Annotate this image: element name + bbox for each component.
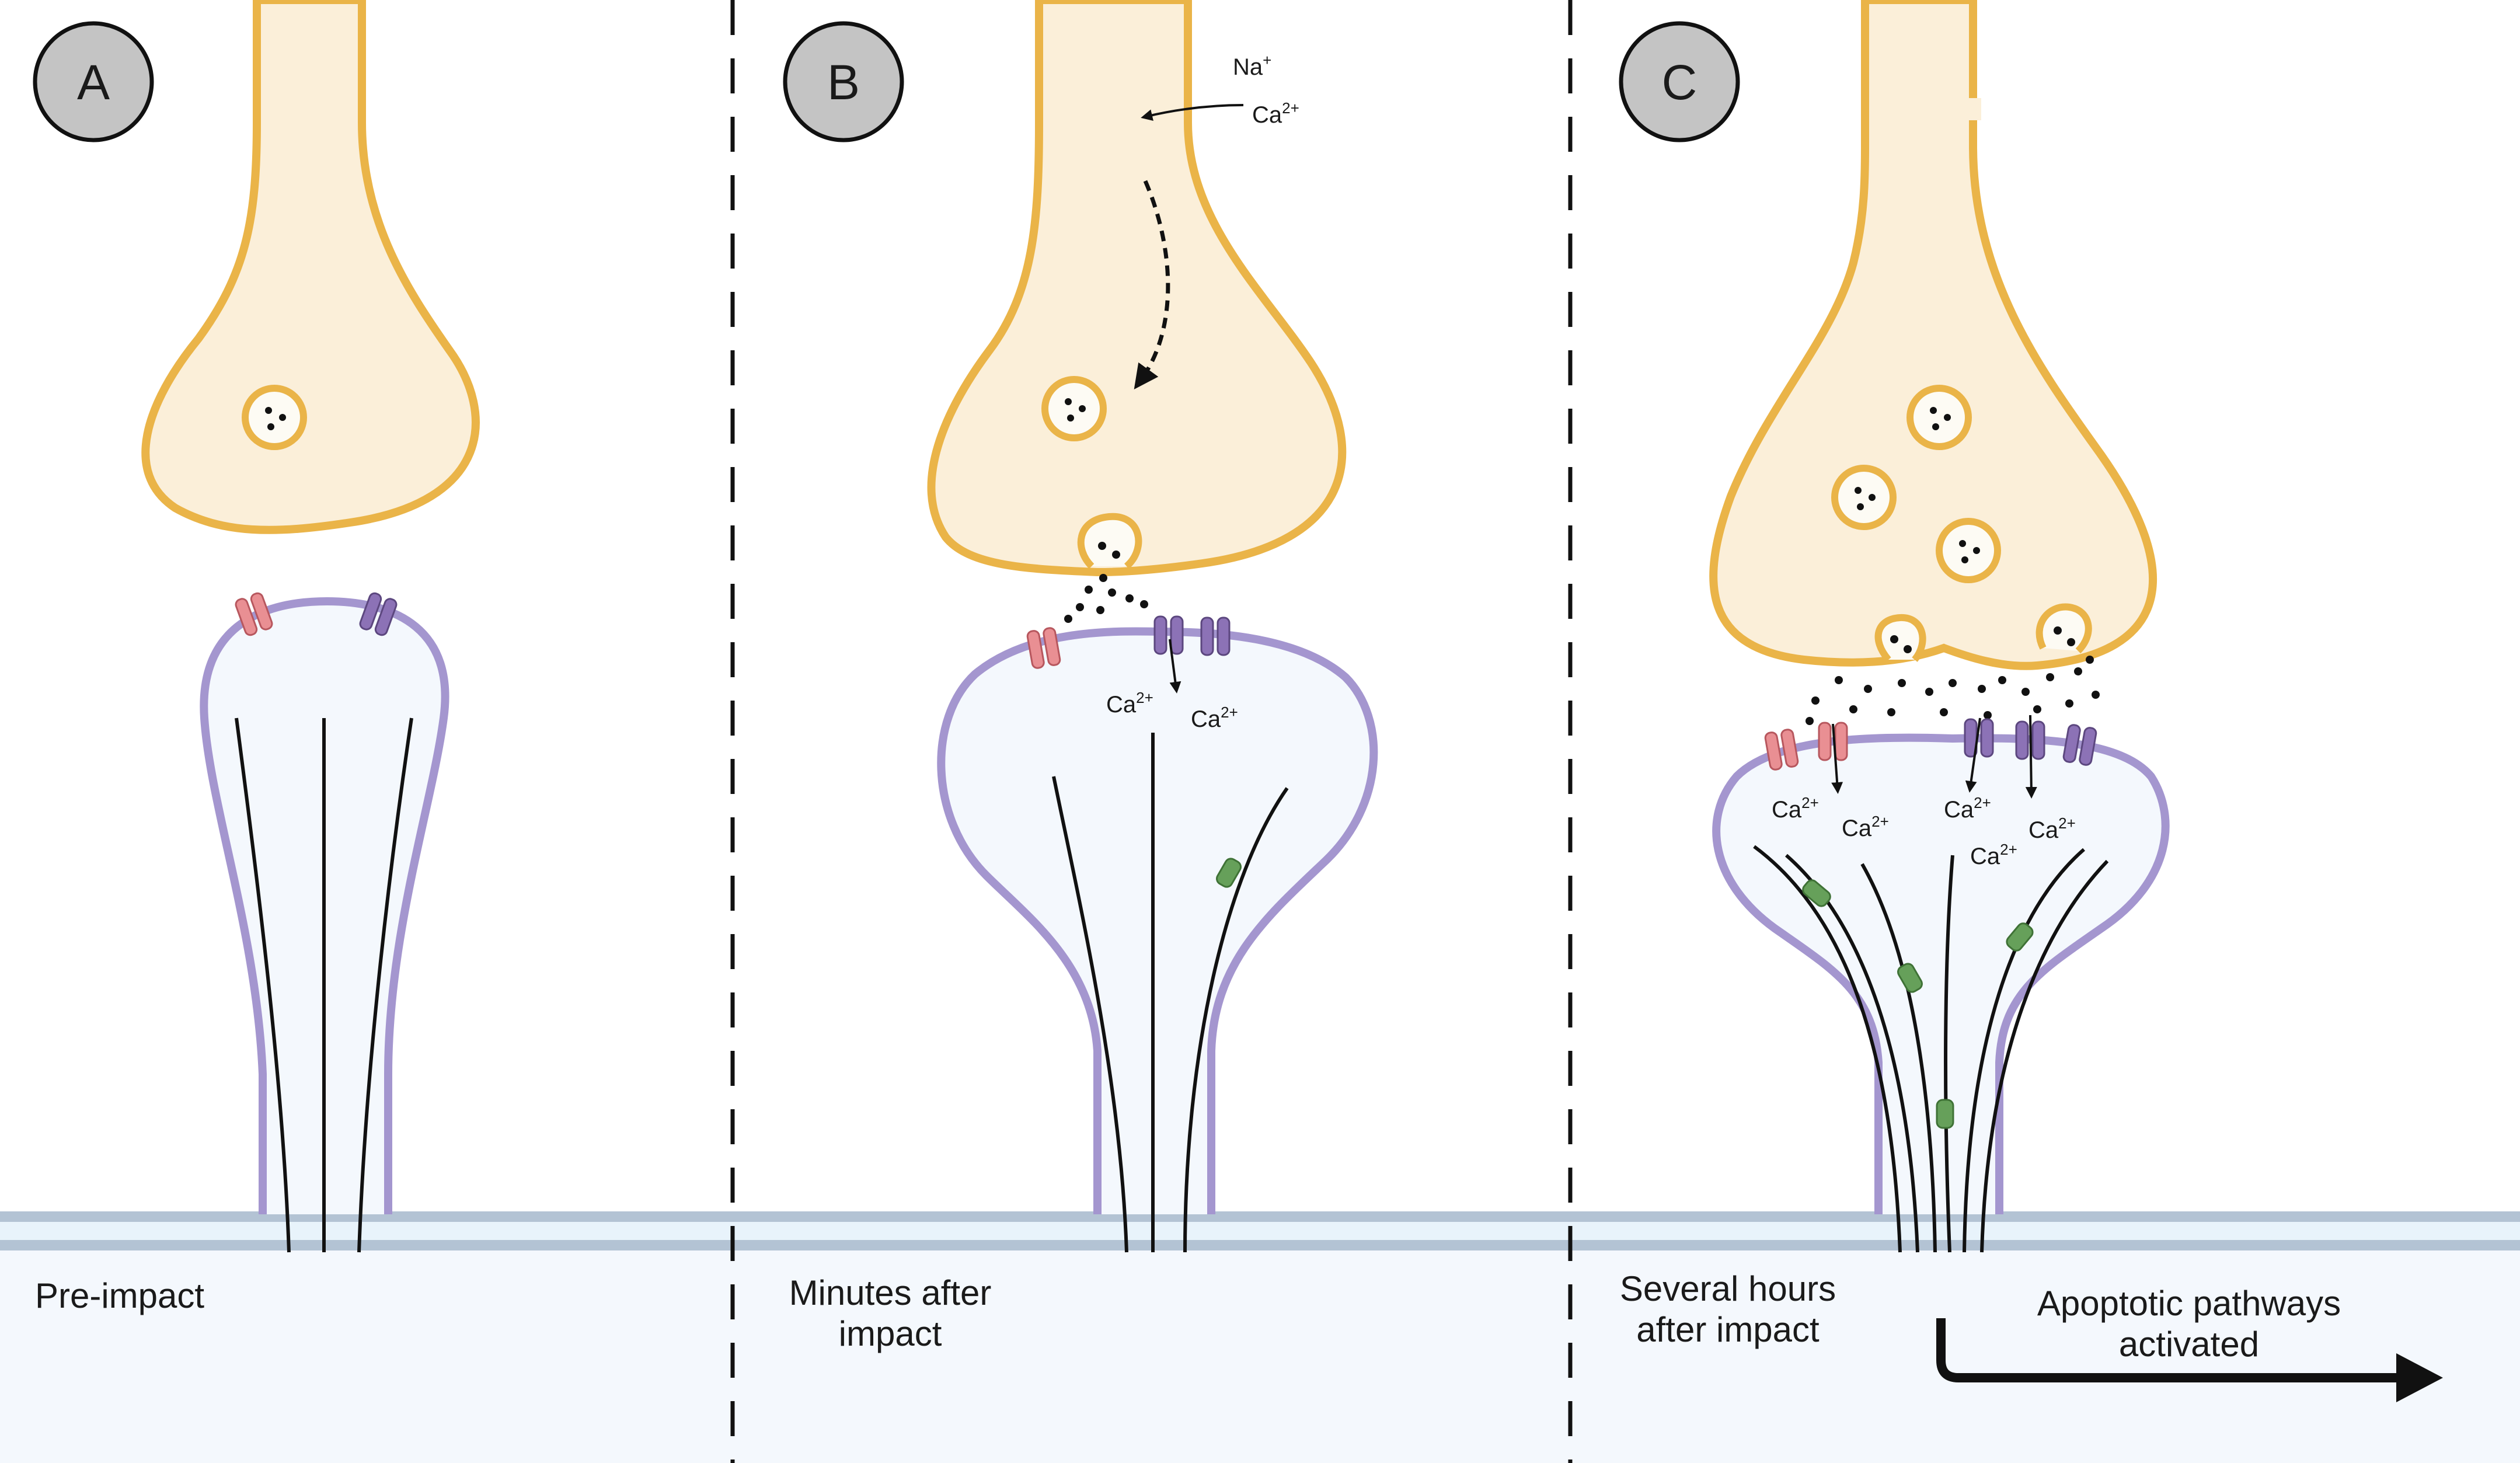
- ca-ion-label-b-1: Ca2+: [1106, 689, 1153, 717]
- svg-text:A: A: [77, 55, 110, 110]
- postsynaptic-spine-c: [1712, 733, 2170, 1214]
- damage-marker-c-3: [1936, 1099, 1954, 1129]
- na-ion-label-b: Na+: [1233, 51, 1271, 80]
- vesicle-a-1: [245, 388, 304, 447]
- apoptosis-label-line-2: activated: [2119, 1325, 2259, 1364]
- apoptosis-arrow: [1936, 1318, 2443, 1402]
- ca-influx-arrows-c: [1831, 715, 2037, 799]
- presynaptic-terminal-b: [927, 0, 1347, 577]
- ca-ion-label-c-3: Ca2+: [1944, 794, 1991, 823]
- ca-ion-label-c-2: Ca2+: [1842, 813, 1889, 841]
- ca-ion-label-c-4: Ca2+: [2028, 814, 2076, 843]
- caption-c-line-1: Several hours: [1620, 1269, 1836, 1308]
- svg-text:B: B: [827, 55, 860, 110]
- panel-b: Na+ Ca2+ Ca2+ Ca2+: [927, 0, 1378, 1253]
- caption-a: Pre-impact: [35, 1276, 204, 1315]
- postsynaptic-spine-b: [937, 627, 1378, 1214]
- badge-a: A: [33, 21, 154, 142]
- vesicle-c-3: [1939, 521, 1998, 580]
- ion-influx-arrow-b: [1141, 104, 1244, 121]
- membrane-breach-c: [1967, 98, 1981, 120]
- svg-text:C: C: [1662, 55, 1698, 110]
- presynaptic-terminal-c: [1709, 0, 2157, 670]
- presynaptic-terminal-a: [141, 0, 480, 534]
- ca-influx-arrow-b: [1169, 639, 1181, 694]
- vesicle-c-2: [1835, 468, 1893, 527]
- vesicle-b-1: [1045, 379, 1103, 438]
- badge-c: C: [1619, 21, 1740, 142]
- neurotransmitter-release-c: [1806, 626, 2100, 725]
- badge-b: B: [783, 21, 904, 142]
- ca-ion-label-b-top: Ca2+: [1252, 99, 1299, 128]
- caption-b-line-1: Minutes after: [789, 1273, 992, 1312]
- ca-ion-label-c-1: Ca2+: [1772, 794, 1819, 823]
- fusing-vesicle-c-2: [2035, 603, 2092, 654]
- fusing-vesicle-b: [1077, 513, 1142, 569]
- cytoskeleton-c: [1753, 845, 2109, 1253]
- apoptosis-label-line-1: Apoptotic pathways: [2037, 1284, 2341, 1323]
- cell-membrane: [0, 1211, 2520, 1252]
- cytoskeleton-a: [235, 717, 413, 1253]
- fusing-vesicle-c-1: [1874, 614, 1926, 662]
- caption-c-line-2: after impact: [1636, 1310, 1820, 1349]
- panel-a: [141, 0, 480, 1253]
- lower-region: [0, 1252, 2520, 1463]
- neurotransmitter-release-b: [1064, 542, 1148, 623]
- ca-ion-label-b-2: Ca2+: [1191, 703, 1238, 732]
- dashed-transport-arrow-b: [1134, 180, 1170, 390]
- ca-ion-label-c-5: Ca2+: [1970, 841, 2017, 869]
- caption-b-line-2: impact: [839, 1314, 942, 1353]
- cytoskeleton-b: [1052, 733, 1289, 1253]
- vesicle-c-1: [1910, 388, 1968, 447]
- panel-c: Ca2+ Ca2+ Ca2+ Ca2+ Ca2+: [1709, 0, 2170, 1253]
